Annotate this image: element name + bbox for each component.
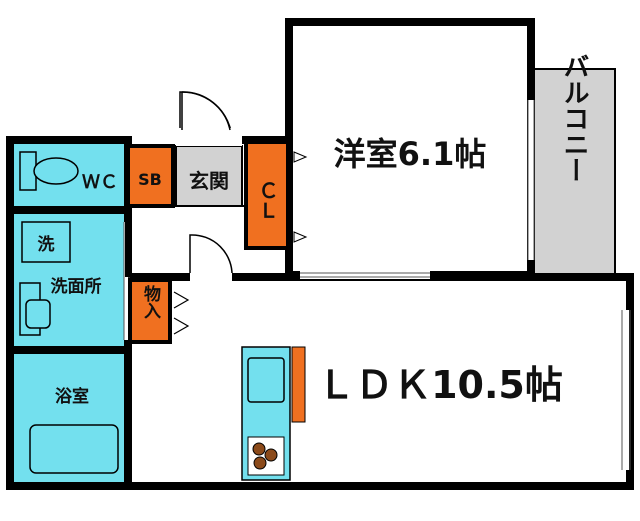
wc-label: ＷＣ bbox=[82, 172, 118, 193]
kitchen-counter bbox=[241, 346, 306, 481]
washroom-label: 洗面所 bbox=[51, 276, 102, 297]
ldk-label: ＬＤＫ10.5帖 bbox=[317, 363, 563, 407]
sink-icon bbox=[247, 357, 285, 403]
entrance-label: 玄関 bbox=[189, 169, 229, 193]
storage: 物入 bbox=[128, 278, 190, 344]
wc-room: ＷＣ bbox=[6, 136, 132, 214]
bathroom-label: 浴室 bbox=[55, 386, 89, 407]
storage-label: 物入 bbox=[140, 284, 161, 319]
entrance: 玄関 bbox=[175, 91, 243, 207]
washroom: 洗 洗面所 bbox=[6, 206, 132, 354]
outer-walls bbox=[6, 136, 630, 490]
washer-label: 洗 bbox=[38, 234, 55, 255]
ldk-room: ＬＤＫ10.5帖 bbox=[124, 273, 634, 490]
sb-label: SB bbox=[138, 170, 162, 189]
western-room-label: 洋室6.1帖 bbox=[334, 135, 487, 173]
shoe-box: SB bbox=[126, 144, 175, 208]
bathroom: 浴室 bbox=[6, 346, 132, 490]
hallway bbox=[125, 205, 246, 281]
balcony: バルコニー bbox=[532, 53, 616, 280]
closet-label: ＣＬ bbox=[255, 180, 279, 220]
bathtub-icon bbox=[29, 424, 119, 474]
washing-machine-icon bbox=[21, 221, 71, 263]
partition-wall bbox=[289, 271, 531, 279]
balcony-label: バルコニー bbox=[559, 53, 589, 183]
western-room: 洋室6.1帖 bbox=[285, 18, 535, 279]
